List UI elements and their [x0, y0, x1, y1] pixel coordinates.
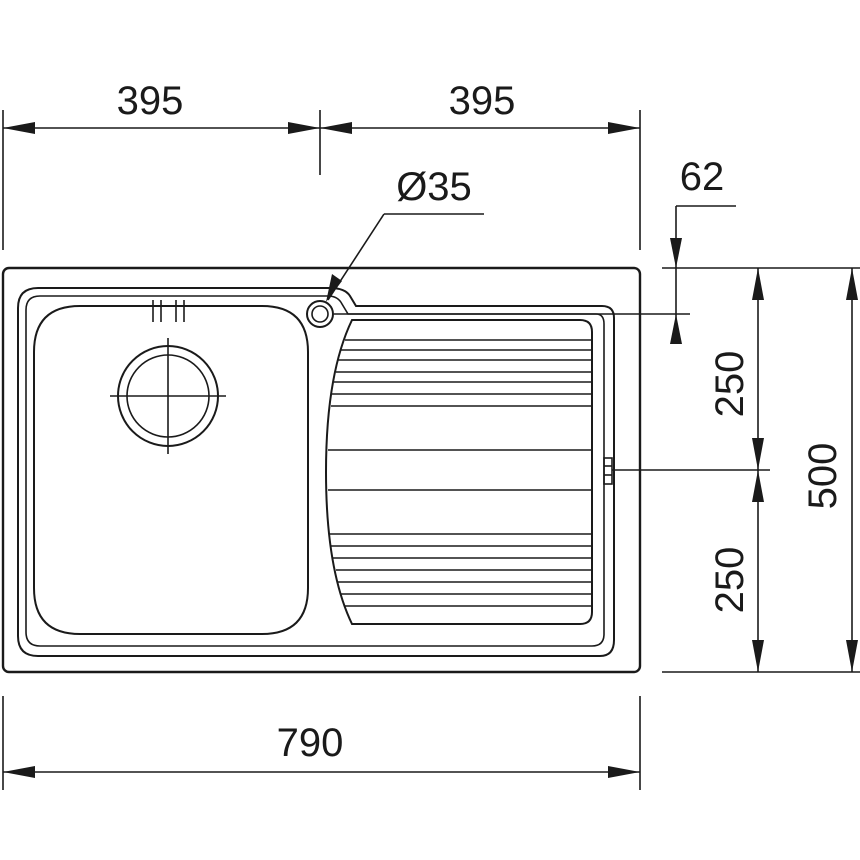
dimension-top-right: 395: [449, 79, 516, 123]
drainer-board: [324, 319, 613, 625]
bottom-dimension-group: 790: [2, 696, 641, 790]
tap-offset-dimension-group: 62: [334, 155, 736, 344]
drainer-outline: [324, 319, 593, 625]
dimension-total-depth: 500: [801, 443, 845, 510]
overflow-slots: [152, 300, 185, 322]
side-overflow-marker: [603, 457, 613, 485]
right-dimension-group: 250 250 500: [612, 267, 860, 673]
sink-bowl: [33, 300, 309, 635]
dimension-top-left: 395: [117, 79, 184, 123]
bowl-outline: [33, 305, 309, 635]
sink-inner-rim: [17, 287, 615, 657]
sink-inner-rim-secondary: [25, 295, 605, 647]
dimension-lower-half: 250: [708, 547, 752, 614]
dimension-tap-hole-diameter: Ø35: [396, 165, 472, 209]
dimension-upper-half: 250: [708, 351, 752, 418]
sink-body: [1, 266, 642, 674]
drainer-grooves: [328, 339, 592, 607]
tap-hole-dimension-group: Ø35: [326, 165, 484, 302]
top-dimension-group: 395 395: [2, 79, 641, 250]
tap-hole-icon: [306, 300, 334, 328]
sink-outer-rim: [1, 266, 642, 674]
drain-icon: [110, 338, 226, 454]
dimension-total-width: 790: [277, 721, 344, 765]
dimension-tap-offset: 62: [680, 155, 725, 199]
